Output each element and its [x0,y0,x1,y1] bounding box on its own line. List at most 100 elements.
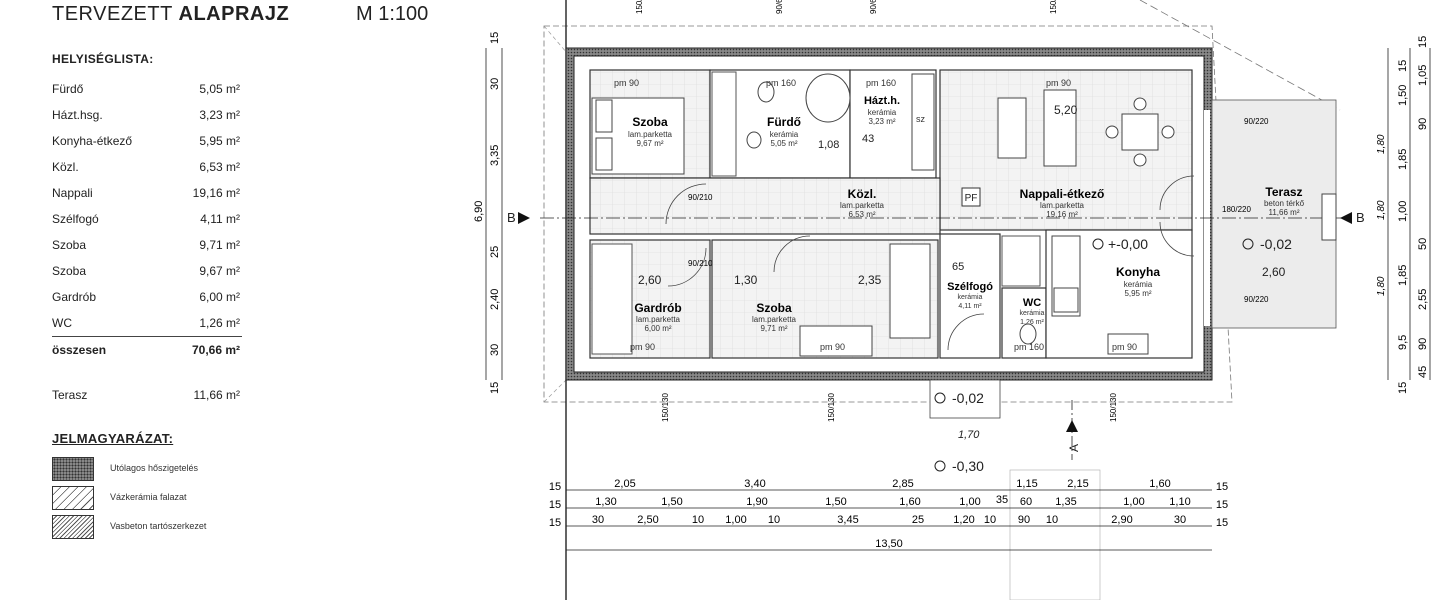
dim-value: 15 [1397,60,1409,72]
room-name: Közl. [52,160,79,174]
opening-label: 150/130 [635,0,644,14]
toilet-icon [757,81,775,103]
room-finish-label: kerámia [1020,310,1045,317]
section-arrow-icon [518,212,530,224]
chair-icon [1105,125,1119,139]
total-area: 70,66 m² [191,343,240,357]
room-area: 19,16 m² [192,186,240,200]
pm-label: pm 90 [1112,342,1137,352]
right-dimensions: 1,80 1,80 1,80 15 1,50 1,85 1,00 1,85 9,… [1376,36,1431,394]
dim-value: 1,90 [746,496,767,508]
title-bold: ALAPRAJZ [178,3,290,25]
left-dimensions: 15 30 3,35 25 2,40 30 15 6,90 [473,32,503,394]
dim-value: 13,50 [875,538,903,550]
room-area: 6,00 m² [199,290,240,304]
pm-label: pm 160 [866,78,896,88]
dining-table-icon [1121,113,1159,151]
dim-value: 90 [1018,514,1030,526]
sz-label: sz [916,114,926,124]
door-swing [667,247,707,287]
terrace-name: Terasz [52,388,88,402]
room-area-label: 9,67 m² [636,139,663,148]
room-finish-label: beton térkő [1264,199,1305,208]
room-finish-label: lam.parketta [636,315,681,324]
door-swing [1159,175,1195,211]
door-swing [665,183,707,225]
dim-value: 1,20 [953,514,974,526]
dim-value: 1,85 [1397,265,1409,286]
dim-value: 15 [1417,36,1429,48]
dim-value: 30 [1174,514,1186,526]
room-list-row: Szélfogó 4,11 m² [52,212,240,230]
level-marker-ground: -0,30 [934,458,984,474]
wardrobe-icon [591,243,633,355]
scale-label: M 1:100 [356,3,429,25]
level-icon [934,392,946,404]
room-name: Szélfogó [52,212,99,226]
dim-value: 1,80 [1376,134,1387,154]
pm-label: pm 160 [766,78,796,88]
terrace-area [1211,99,1337,329]
terrace-area: 11,66 m² [193,388,240,402]
dim-value: 2,50 [637,514,658,526]
room-wc [1001,287,1047,359]
dim-value: 2,55 [1417,289,1429,310]
room-label-szoba2: Szoba lam.parketta 9,71 m² [752,301,797,333]
section-arrow-icon [1340,212,1352,224]
level-label: -0,02 [952,390,984,406]
room-area-label: 3,23 m² [868,117,895,126]
sink-icon [746,131,762,149]
level-marker-terrace: -0,02 [1242,236,1292,252]
title-light: TERVEZETT [52,3,173,25]
bed-icon [889,243,931,339]
dimension-row-2: 15 1,30 1,50 1,90 1,50 1,60 1,00 35 60 1… [549,494,1228,511]
masonry-swatch [52,486,94,510]
level-icon [1092,238,1104,250]
room-finish-label: kerámia [958,294,983,301]
concrete-swatch [52,515,94,539]
room-name-label: Közl. [848,187,877,201]
room-name: Házt.hsg. [52,108,103,122]
dim-value: 15 [549,517,561,529]
door-swing [773,235,811,273]
opening-label: 90/60 [869,0,878,14]
level-marker-entrance: -0,02 [934,390,984,406]
room-area: 4,11 m² [200,212,240,226]
opening-label: 180/220 [1222,205,1251,214]
room-label-kozl: Közl. lam.parketta 6,53 m² [840,187,885,219]
dim-value: 25 [912,514,924,526]
door-swing [1159,221,1195,257]
dim-value: 15 [489,32,501,44]
dim-value: 15 [549,481,561,493]
section-letter-a: A [1067,444,1081,452]
room-area-label: 19,16 m² [1046,210,1078,219]
opening-label: 90/210 [688,259,713,268]
opening-label: 90/220 [1244,295,1269,304]
room-label-furdo: Fürdő kerámia 5,05 m² [767,115,801,148]
room-area-label: 1,26 m² [1020,319,1044,326]
sofa-icon [1043,89,1077,167]
dim-value: 1,30 [595,496,616,508]
dim-label: 2,60 [638,273,662,287]
dim-value: 1,50 [661,496,682,508]
entrance-step [929,379,1001,419]
room-area: 3,23 m² [199,108,240,122]
level-label: -0,30 [952,458,984,474]
legend-label: Vasbeton tartószerkezet [110,521,207,531]
room-area-label: 6,00 m² [644,324,671,333]
dim-label: 1,30 [734,273,758,287]
room-finish-label: lam.parketta [752,315,797,324]
level-icon [934,460,946,472]
room-name: Konyha-étkező [52,134,133,148]
dim-value: 1,10 [1169,496,1190,508]
dim-value: 6,90 [473,201,485,222]
section-arrow-icon [1066,420,1078,432]
dim-value: 9,5 [1397,335,1409,350]
dim-value: 15 [489,382,501,394]
dim-value: 1,60 [899,496,920,508]
room-label-haztb: Házt.h. kerámia 3,23 m² [864,95,900,126]
